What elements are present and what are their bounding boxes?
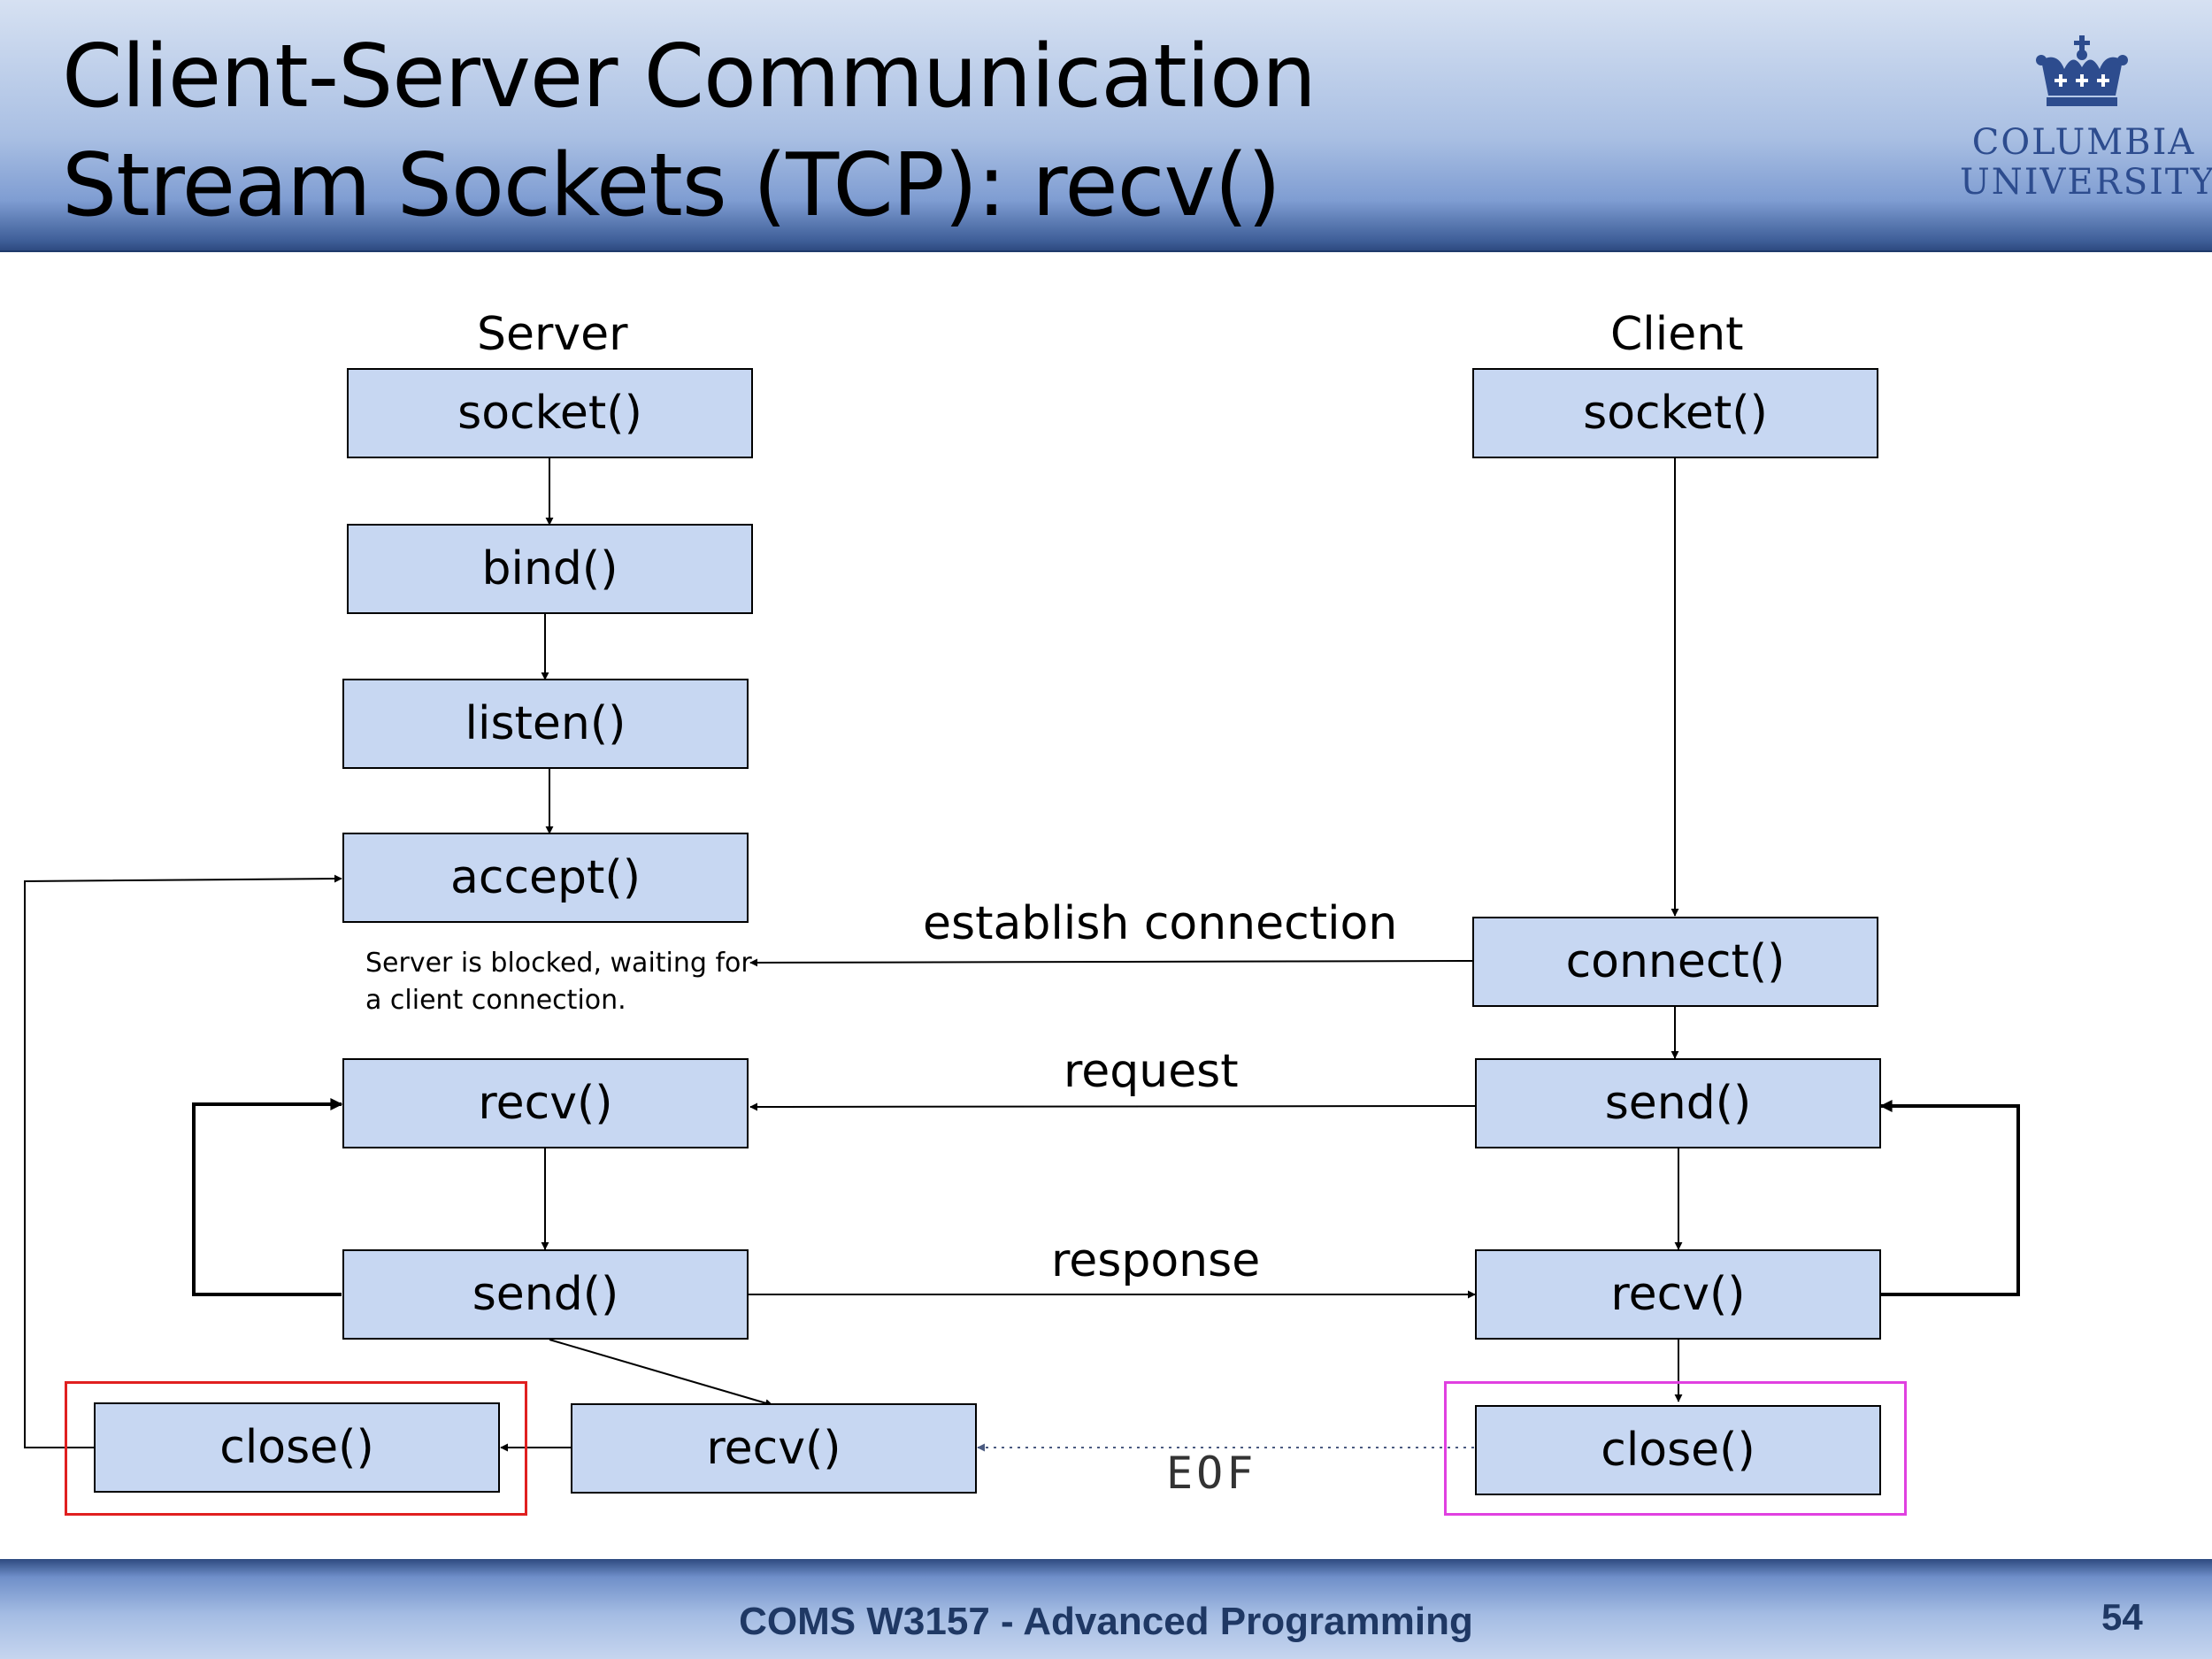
server-close-highlight: [65, 1381, 527, 1516]
client-send-box: send(): [1475, 1058, 1881, 1148]
server-recv-final-box: recv(): [571, 1403, 977, 1494]
title-line-1: Client-Server Communication: [62, 27, 1317, 127]
server-accept-box: accept(): [342, 833, 749, 923]
establish-connection-label: establish connection: [923, 897, 1398, 950]
arrow-send-recv-loop: [192, 1098, 343, 1296]
arrow-send-recvfinal: [549, 1339, 773, 1408]
server-listen-box: listen(): [342, 679, 749, 769]
server-send-box: send(): [342, 1249, 749, 1340]
client-close-box: close(): [1475, 1405, 1881, 1495]
client-close-highlight: [1444, 1381, 1907, 1516]
server-bind-box: bind(): [347, 524, 753, 614]
footer-banner: [0, 1559, 2212, 1659]
request-label: request: [1064, 1045, 1239, 1098]
blocked-note: Server is blocked, waiting for a client …: [365, 945, 752, 1019]
eof-label: EOF: [1166, 1448, 1257, 1499]
client-recv-box: recv(): [1475, 1249, 1881, 1340]
title-line-2: Stream Sockets (TCP): recv(): [62, 135, 1281, 236]
server-heading: Server: [477, 308, 628, 361]
server-recv-box: recv(): [342, 1058, 749, 1148]
client-socket-box: socket(): [1472, 368, 1878, 458]
logo-text-line-1: COLUMBIA: [1971, 122, 2196, 163]
arrow-establish-connection: [749, 958, 1475, 967]
header-banner: Client-Server Communication Stream Socke…: [0, 0, 2212, 252]
arrow-request: [749, 1102, 1477, 1111]
server-socket-box: socket(): [347, 368, 753, 458]
page-number: 54: [2101, 1596, 2143, 1638]
course-title: COMS W3157 - Advanced Programming: [739, 1600, 1473, 1643]
crown-icon: [2036, 35, 2128, 106]
server-close-box: close(): [94, 1402, 500, 1493]
blocked-note-line-2: a client connection.: [365, 985, 626, 1016]
client-heading: Client: [1610, 308, 1744, 361]
arrow-close-accept-loop: [24, 874, 342, 1448]
university-logo: COLUMBIA UNIVERSITY: [1960, 34, 2212, 211]
slide-title: Client-Server Communication Stream Socke…: [62, 23, 1317, 241]
client-connect-box: connect(): [1472, 917, 1878, 1007]
response-label: response: [1051, 1234, 1261, 1287]
logo-text-line-2: UNIVERSITY: [1960, 162, 2212, 203]
blocked-note-line-1: Server is blocked, waiting for: [365, 948, 752, 979]
arrow-crecv-csend-loop: [1879, 1100, 2020, 1296]
